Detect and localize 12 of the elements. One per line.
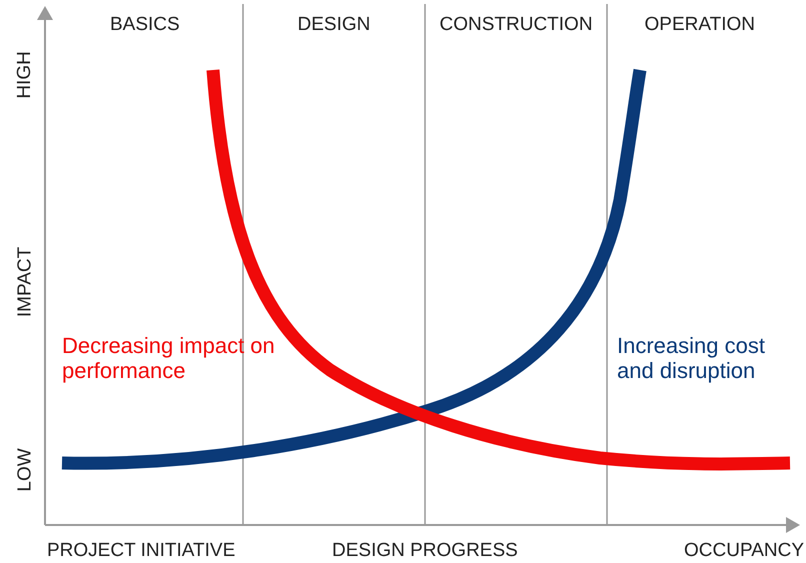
axis-label: OCCUPANCY [684,540,804,562]
axis-label: HIGH [14,51,36,99]
column-heading: OPERATION [644,14,755,36]
column-heading: BASICS [110,14,180,36]
curve-label: Decreasing impact on performance [62,333,276,384]
column-heading: CONSTRUCTION [440,14,593,36]
axis-label: DESIGN PROGRESS [332,540,518,562]
curve-label: Increasing cost and disruption [617,333,766,384]
axis-label: LOW [14,448,36,492]
column-heading: DESIGN [298,14,370,36]
axis-label: PROJECT INITIATIVE [47,540,236,562]
axis-label: IMPACT [14,246,36,318]
